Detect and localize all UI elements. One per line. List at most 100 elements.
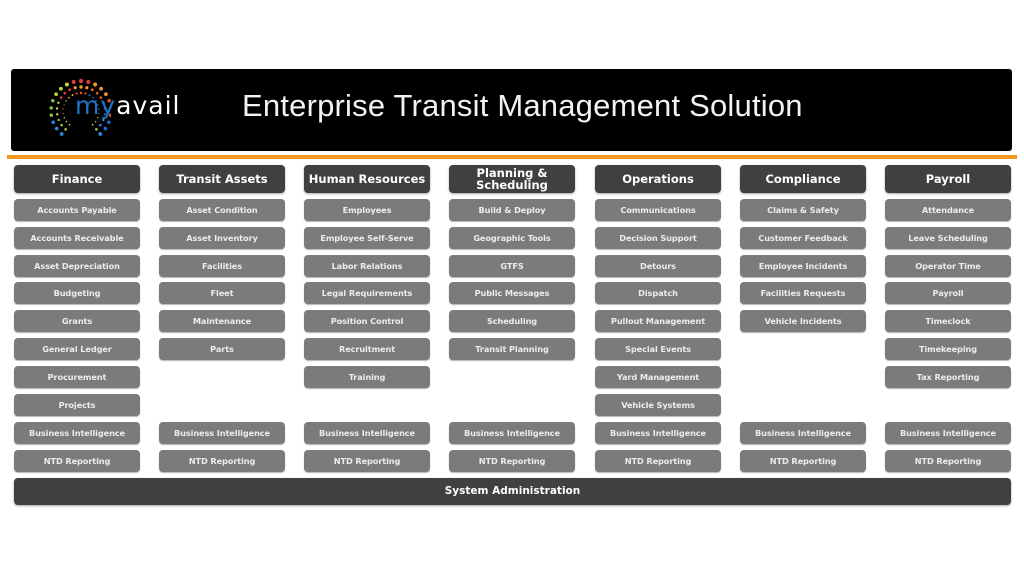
ntd-reporting-item[interactable]: NTD Reporting: [885, 450, 1011, 472]
module-item[interactable]: Claims & Safety: [740, 199, 866, 221]
category-header[interactable]: Compliance: [740, 165, 866, 193]
module-item[interactable]: Attendance: [885, 199, 1011, 221]
logo-dot: [60, 123, 63, 127]
module-item[interactable]: Training: [304, 365, 430, 388]
module-item[interactable]: Grants: [14, 310, 140, 333]
logo-dot: [59, 86, 63, 91]
module-item[interactable]: Labor Relations: [304, 254, 430, 277]
business-intelligence-item[interactable]: Business Intelligence: [740, 422, 866, 444]
module-item[interactable]: Tax Reporting: [885, 365, 1011, 388]
accent-divider: [7, 155, 1017, 159]
module-item[interactable]: Timekeeping: [885, 338, 1011, 360]
category-header[interactable]: Operations: [595, 165, 721, 193]
logo-dot: [95, 91, 99, 95]
module-item[interactable]: Pullout Management: [595, 310, 721, 333]
module-item[interactable]: Customer Feedback: [740, 226, 866, 249]
module-item[interactable]: Recruitment: [304, 338, 430, 360]
module-item[interactable]: Operator Time: [885, 254, 1011, 277]
logo-dot: [49, 113, 53, 117]
module-item[interactable]: Geographic Tools: [449, 226, 575, 249]
module-item[interactable]: Special Events: [595, 338, 721, 360]
module-item[interactable]: Dispatch: [595, 282, 721, 305]
module-item[interactable]: Decision Support: [595, 226, 721, 249]
module-item[interactable]: Position Control: [304, 310, 430, 333]
module-item[interactable]: Scheduling: [449, 310, 575, 333]
logo-dot: [75, 92, 78, 95]
logo-dot: [85, 86, 89, 90]
logo-dot: [93, 82, 98, 87]
module-item[interactable]: Facilities Requests: [740, 282, 866, 305]
logo-dot: [99, 123, 102, 127]
logo-dot: [95, 128, 98, 131]
logo-text-avail: avail: [116, 91, 181, 120]
module-item[interactable]: Transit Planning: [449, 338, 575, 360]
logo-dot: [91, 123, 94, 126]
module-item[interactable]: Employees: [304, 199, 430, 221]
module-item[interactable]: Communications: [595, 199, 721, 221]
module-item[interactable]: Public Messages: [449, 282, 575, 305]
module-item[interactable]: Employee Incidents: [740, 254, 866, 277]
module-item[interactable]: Asset Condition: [159, 199, 285, 221]
module-item[interactable]: Employee Self-Serve: [304, 226, 430, 249]
category-header[interactable]: Finance: [14, 165, 140, 193]
logo-dot: [71, 94, 74, 97]
logo-text-my: my: [75, 91, 117, 120]
category-header[interactable]: Human Resources: [304, 165, 430, 193]
logo-dot: [57, 101, 60, 105]
module-item[interactable]: Maintenance: [159, 310, 285, 333]
logo-dot: [64, 128, 67, 131]
logo-dot: [103, 126, 108, 131]
logo-dot: [68, 123, 71, 126]
business-intelligence-item[interactable]: Business Intelligence: [595, 422, 721, 444]
logo-dot: [71, 79, 76, 84]
logo-dot: [102, 118, 105, 122]
module-item[interactable]: Leave Scheduling: [885, 226, 1011, 249]
module-item[interactable]: Detours: [595, 254, 721, 277]
module-item[interactable]: Fleet: [159, 282, 285, 305]
module-item[interactable]: Payroll: [885, 282, 1011, 305]
module-item[interactable]: General Ledger: [14, 338, 140, 360]
module-item[interactable]: Accounts Receivable: [14, 226, 140, 249]
module-item[interactable]: Parts: [159, 338, 285, 360]
business-intelligence-item[interactable]: Business Intelligence: [304, 422, 430, 444]
ntd-reporting-item[interactable]: NTD Reporting: [595, 450, 721, 472]
ntd-reporting-item[interactable]: NTD Reporting: [159, 450, 285, 472]
category-header[interactable]: Transit Assets: [159, 165, 285, 193]
ntd-reporting-item[interactable]: NTD Reporting: [304, 450, 430, 472]
business-intelligence-item[interactable]: Business Intelligence: [885, 422, 1011, 444]
module-item[interactable]: Yard Management: [595, 365, 721, 388]
logo-dot: [98, 132, 103, 136]
header-banner: myavail Enterprise Transit Management So…: [11, 69, 1012, 151]
business-intelligence-item[interactable]: Business Intelligence: [449, 422, 575, 444]
module-item[interactable]: GTFS: [449, 254, 575, 277]
system-administration-bar[interactable]: System Administration: [14, 478, 1011, 505]
module-item[interactable]: Budgeting: [14, 282, 140, 305]
module-item[interactable]: Procurement: [14, 365, 140, 388]
module-item[interactable]: Vehicle Systems: [595, 393, 721, 416]
module-item[interactable]: Facilities: [159, 254, 285, 277]
module-item[interactable]: Legal Requirements: [304, 282, 430, 305]
logo-dot: [86, 79, 91, 84]
page-title: Enterprise Transit Management Solution: [242, 88, 803, 123]
logo-dot: [103, 107, 107, 110]
module-item[interactable]: Accounts Payable: [14, 199, 140, 221]
business-intelligence-item[interactable]: Business Intelligence: [14, 422, 140, 444]
ntd-reporting-item[interactable]: NTD Reporting: [740, 450, 866, 472]
module-item[interactable]: Vehicle Incidents: [740, 310, 866, 333]
logo-dot: [98, 108, 100, 110]
ntd-reporting-item[interactable]: NTD Reporting: [449, 450, 575, 472]
logo-dot: [57, 118, 60, 122]
category-header[interactable]: Payroll: [885, 165, 1011, 193]
module-item[interactable]: Asset Inventory: [159, 226, 285, 249]
module-item[interactable]: Timeclock: [885, 310, 1011, 333]
logo-dot: [90, 88, 94, 92]
logo-dot: [68, 88, 72, 92]
module-item[interactable]: Build & Deploy: [449, 199, 575, 221]
myavail-logo: myavail: [41, 77, 201, 143]
business-intelligence-item[interactable]: Business Intelligence: [159, 422, 285, 444]
ntd-reporting-item[interactable]: NTD Reporting: [14, 450, 140, 472]
category-header[interactable]: Planning & Scheduling: [449, 165, 575, 193]
module-item[interactable]: Projects: [14, 393, 140, 416]
logo-dot: [51, 120, 55, 124]
module-item[interactable]: Asset Depreciation: [14, 254, 140, 277]
